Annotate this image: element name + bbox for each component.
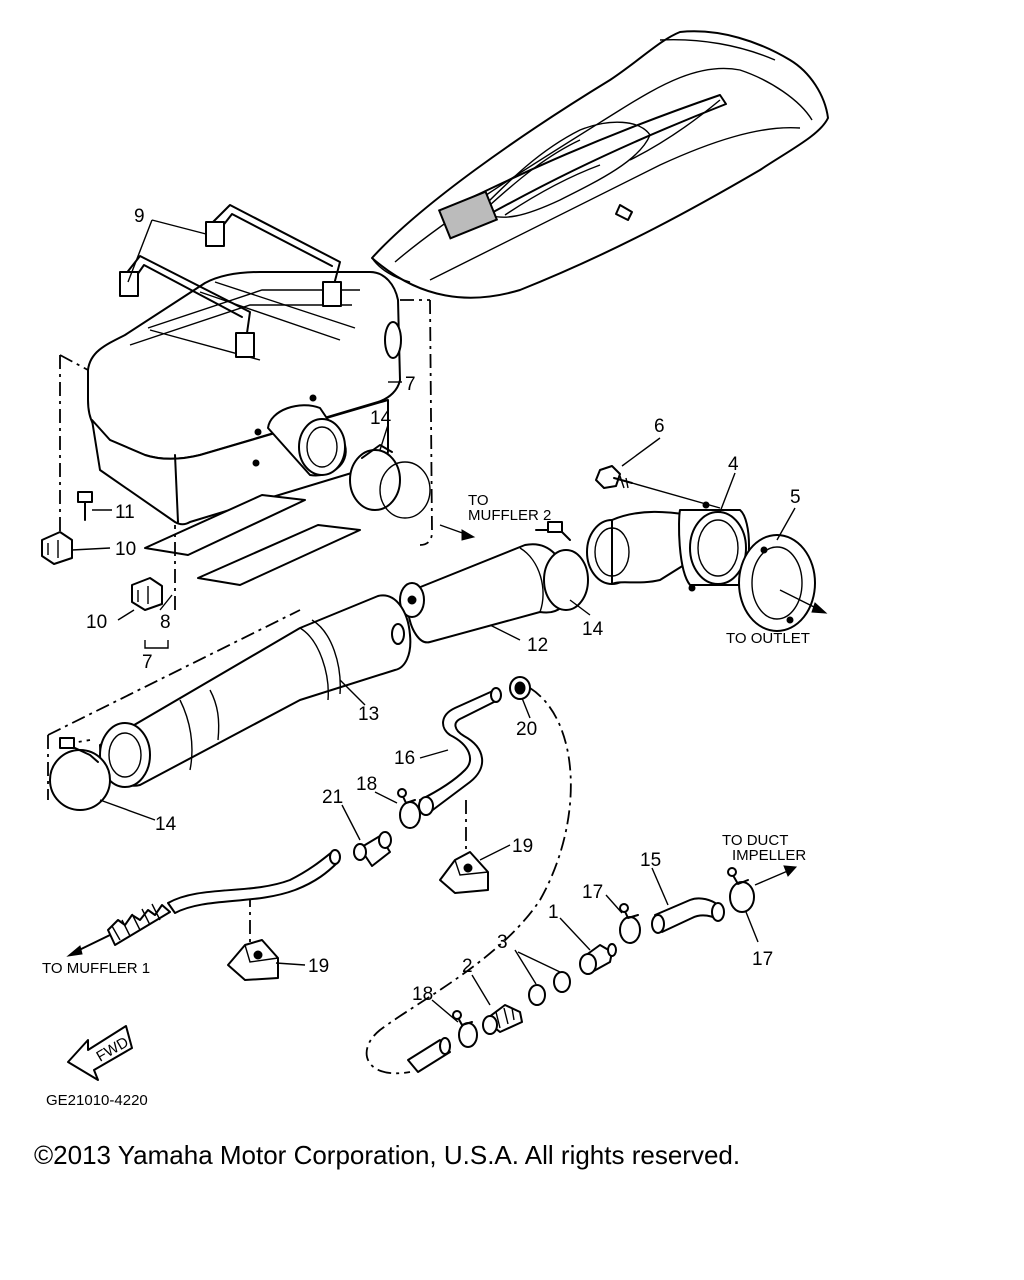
callout-19-lower: 19 [308,956,329,977]
callout-19-upper: 19 [512,836,533,857]
callout-14-mid: 14 [582,619,604,640]
to-duct-line1: TO DUCT [722,832,788,849]
hose-15 [651,897,725,934]
water-box-assembly [59,204,433,610]
cooling-hose-16 [418,687,502,816]
callout-1: 1 [548,902,559,923]
tube-to-muffler-1 [66,849,341,957]
callout-9: 9 [134,206,145,227]
callout-8: 8 [160,612,171,633]
callout-10-upper: 10 [115,539,136,560]
to-muffler-1: TO MUFFLER 1 [42,960,150,977]
callout-13: 13 [358,704,379,725]
fitting-21 [353,831,392,867]
outlet-elbow-4 [586,501,750,592]
clamp-17-right [727,867,755,913]
drawing-code: GE21010-4220 [46,1092,148,1109]
short-hose [407,1037,451,1073]
clamp-17-left [619,903,641,944]
to-muffler-2-line1: TO [468,492,489,509]
washers-3 [528,971,571,1006]
watercraft-overview [371,30,829,299]
callout-17-left: 17 [582,882,603,903]
callout-labels: 9 7 14 11 10 10 8 7 6 4 5 12 14 13 14 20… [86,206,801,1005]
callout-7-top: 7 [405,374,416,395]
callout-18-upper: 18 [356,774,377,795]
callout-4: 4 [728,454,739,475]
hose-clamp-top [349,444,431,519]
clamp-18-lower [452,1010,478,1048]
callout-14-low: 14 [155,814,177,835]
callout-7-bottom: 7 [142,652,153,673]
callout-10-lower: 10 [86,612,107,633]
leader-lines [71,219,828,1023]
callout-16: 16 [394,748,415,769]
callout-12: 12 [527,635,548,656]
bracket-19-upper [439,851,489,894]
bracket-19-lower [227,939,279,981]
to-muffler-2-line2: MUFFLER 2 [468,507,551,524]
cap-20 [509,676,531,700]
clamp-18-upper [397,788,421,829]
to-duct-line2: IMPELLER [732,847,806,864]
callout-11: 11 [115,502,135,523]
callout-17-right: 17 [752,949,773,970]
callout-20: 20 [516,719,537,740]
destination-annotations: TO MUFFLER 2 TO OUTLET TO DUCT IMPELLER … [42,492,810,1109]
fitting-2 [482,1004,523,1035]
callout-3: 3 [497,932,508,953]
hose-clamp-low [49,737,111,811]
callout-18-lower: 18 [412,984,433,1005]
clip-and-bolt [41,491,163,611]
exhaust-pipe-13 [47,594,412,800]
exhaust-hose-12 [399,521,589,644]
outlet-plate-5 [738,534,816,632]
copyright-notice: ©2013 Yamaha Motor Corporation, U.S.A. A… [34,1140,741,1170]
callout-5: 5 [790,487,801,508]
to-outlet: TO OUTLET [726,630,810,647]
callout-2: 2 [462,956,473,977]
fwd-arrow-icon: FWD [67,1025,133,1081]
fitting-1 [579,943,617,975]
callout-6: 6 [654,416,665,437]
callout-15: 15 [640,850,661,871]
callout-14-top: 14 [370,408,392,429]
callout-21: 21 [322,787,343,808]
bolt-6 [595,465,633,489]
